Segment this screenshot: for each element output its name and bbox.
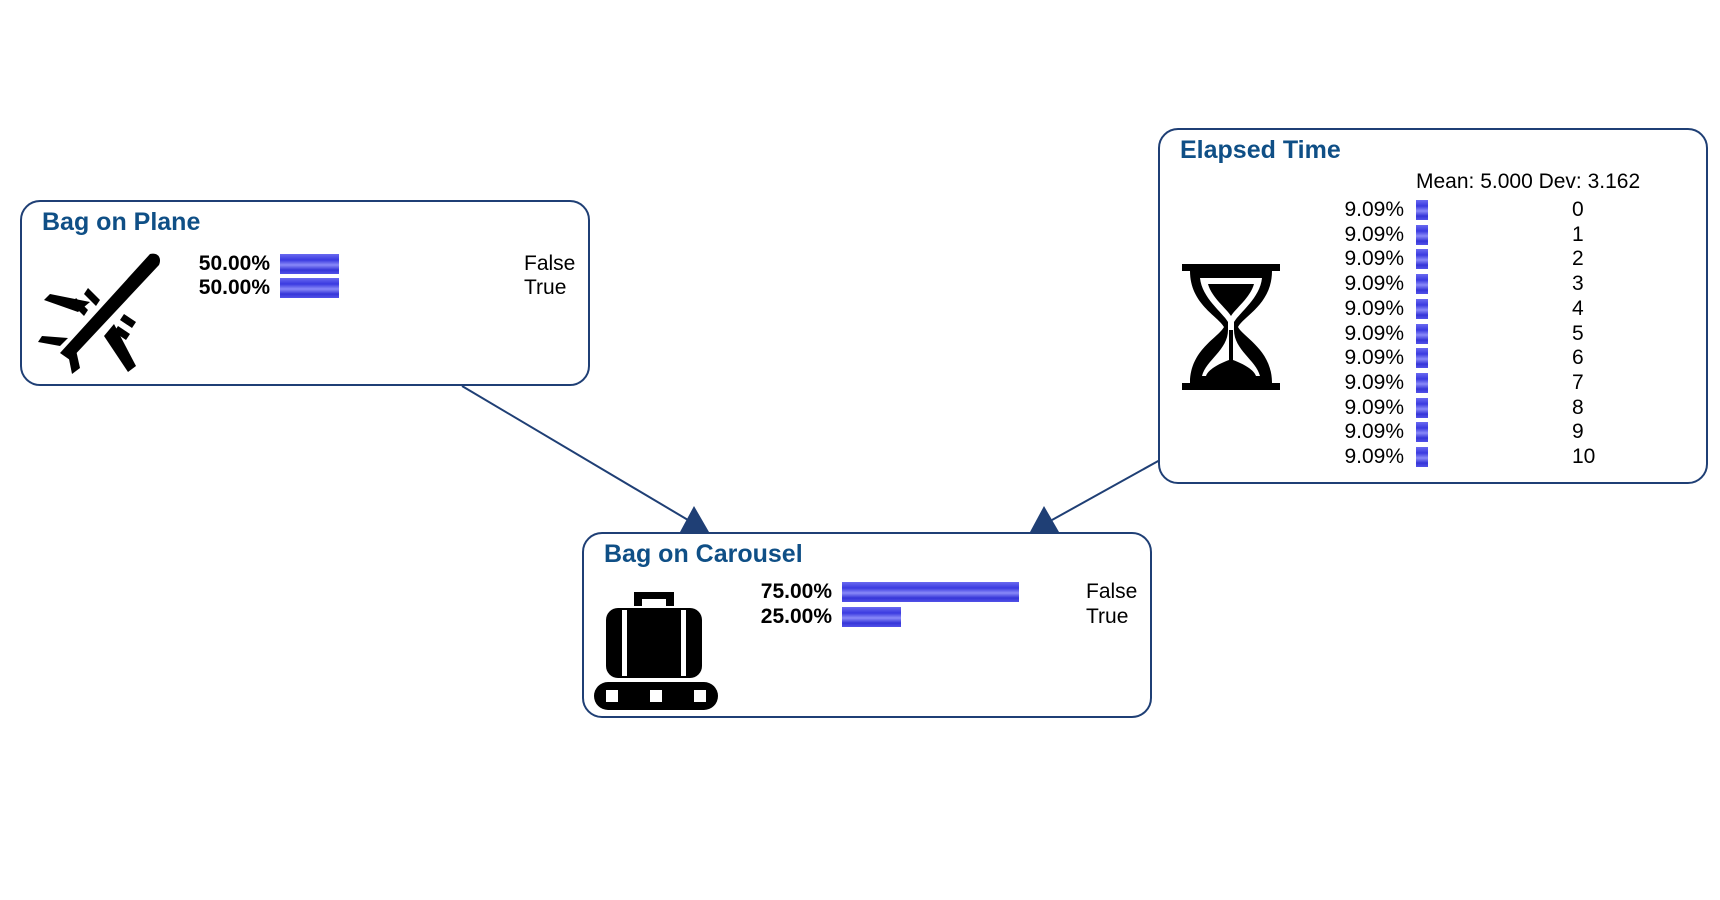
- state-percentage: 50.00%: [198, 252, 270, 275]
- state-bar: [842, 607, 901, 627]
- airplane-icon: [32, 250, 162, 385]
- state-row: 9.09% 7: [1160, 371, 1706, 395]
- state-bar: [1416, 397, 1428, 418]
- state-row: 75.00% False: [584, 580, 1150, 604]
- state-percentage: 9.09%: [1344, 445, 1404, 468]
- state-bar: [1416, 274, 1428, 295]
- state-bar: [1416, 298, 1428, 319]
- node-bag-on-carousel[interactable]: Bag on Carousel 75.00% False 25.00% True: [582, 532, 1152, 718]
- state-row: 9.09% 9: [1160, 420, 1706, 444]
- state-bar: [1416, 249, 1428, 270]
- state-row: 9.09% 10: [1160, 445, 1706, 469]
- hourglass-icon: [1182, 264, 1280, 395]
- state-label: 10: [1572, 445, 1596, 468]
- state-percentage: 9.09%: [1344, 296, 1404, 320]
- state-percentage: 9.09%: [1344, 247, 1404, 271]
- state-row: 25.00% True: [584, 605, 1150, 629]
- state-row: 9.09% 4: [1160, 297, 1706, 321]
- edge-plane-to-carousel: [461, 385, 689, 521]
- state-percentage: 9.09%: [1344, 198, 1404, 221]
- state-label: 5: [1572, 321, 1584, 345]
- state-label: 4: [1572, 296, 1584, 320]
- arrowhead-time-to-carousel: [1030, 506, 1059, 532]
- state-percentage: 9.09%: [1344, 346, 1404, 370]
- state-percentage: 9.09%: [1344, 395, 1404, 419]
- state-row: 50.00% True: [22, 276, 588, 300]
- baggage-carousel-icon: [592, 586, 720, 719]
- state-bar: [1416, 372, 1428, 393]
- state-bar: [1416, 224, 1428, 245]
- state-label: 8: [1572, 395, 1584, 419]
- state-label: 1: [1572, 222, 1584, 246]
- state-percentage: 9.09%: [1344, 272, 1404, 296]
- state-row: 9.09% 5: [1160, 322, 1706, 346]
- state-label: True: [1086, 605, 1129, 628]
- node-title: Elapsed Time: [1180, 136, 1341, 164]
- state-bar: [280, 254, 339, 274]
- state-label: 9: [1572, 420, 1584, 444]
- state-label: False: [1086, 580, 1138, 603]
- state-percentage: 9.09%: [1344, 321, 1404, 345]
- edge-time-to-carousel: [1051, 459, 1161, 521]
- state-percentage: 9.09%: [1344, 222, 1404, 246]
- state-percentage: 50.00%: [198, 276, 270, 299]
- state-label: 2: [1572, 247, 1584, 271]
- state-bar: [1416, 422, 1428, 443]
- arrowhead-plane-to-carousel: [680, 506, 709, 532]
- state-percentage: 75.00%: [760, 580, 832, 603]
- state-bar: [1416, 447, 1428, 467]
- state-row: 9.09% 6: [1160, 346, 1706, 370]
- state-label: 6: [1572, 346, 1584, 370]
- state-row: 9.09% 0: [1160, 198, 1706, 222]
- state-row: 50.00% False: [22, 252, 588, 276]
- mean-dev-stats: Mean: 5.000 Dev: 3.162: [1416, 170, 1641, 193]
- state-row: 9.09% 3: [1160, 272, 1706, 296]
- state-row: 9.09% 1: [1160, 223, 1706, 247]
- state-bar: [1416, 323, 1428, 344]
- node-elapsed-time[interactable]: Elapsed Time Mean: 5.000 Dev: 3.162 9.09…: [1158, 128, 1708, 484]
- state-bar: [842, 582, 1019, 602]
- state-label: False: [524, 252, 576, 275]
- state-row: 9.09% 8: [1160, 396, 1706, 420]
- state-label: True: [524, 276, 567, 299]
- node-title: Bag on Carousel: [604, 540, 803, 568]
- state-bar: [280, 278, 339, 298]
- state-bar: [1416, 348, 1428, 369]
- state-bar: [1416, 200, 1428, 220]
- state-percentage: 9.09%: [1344, 370, 1404, 394]
- state-row: 9.09% 2: [1160, 247, 1706, 271]
- state-percentage: 25.00%: [760, 605, 832, 628]
- state-percentage: 9.09%: [1344, 420, 1404, 444]
- node-bag-on-plane[interactable]: Bag on Plane 50.00% False 50.00% True: [20, 200, 590, 386]
- state-label: 3: [1572, 272, 1584, 296]
- node-title: Bag on Plane: [42, 208, 201, 236]
- state-label: 0: [1572, 198, 1584, 221]
- state-label: 7: [1572, 370, 1584, 394]
